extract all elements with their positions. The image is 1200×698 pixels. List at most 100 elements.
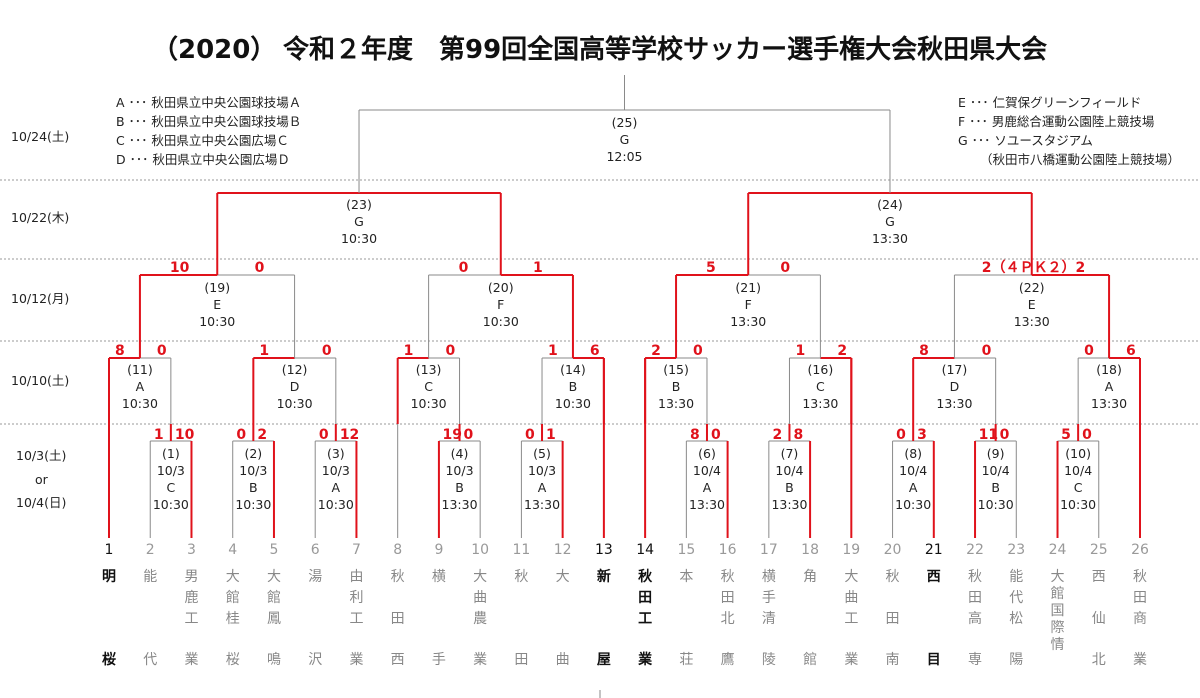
score-right: 0 xyxy=(981,343,992,359)
score-right: 1 xyxy=(546,427,556,443)
match-info-line: (14) xyxy=(560,362,586,377)
match-info-line: B xyxy=(568,378,578,394)
match-info-line: E xyxy=(1027,296,1036,312)
team-seed: 2 xyxy=(145,542,155,558)
match-info-line: 10/4 xyxy=(775,462,804,478)
match-info-line: 10/3 xyxy=(239,462,268,478)
match-info-line: 10:30 xyxy=(410,395,447,411)
score-left: 1 xyxy=(259,343,270,359)
match-info-line: C xyxy=(816,378,825,394)
match-info-line: (21) xyxy=(735,280,762,295)
team-name: 大曲工業 xyxy=(844,569,859,669)
score-left: 1 xyxy=(548,343,558,359)
team-seed: 16 xyxy=(718,542,737,558)
team-name: 秋田 xyxy=(514,569,529,669)
team-name: 秋田商業 xyxy=(1133,569,1147,669)
score-right: 0 xyxy=(156,343,167,359)
match-info-line: A xyxy=(135,378,145,394)
team-seed: 7 xyxy=(351,542,361,558)
team-seed: 20 xyxy=(883,542,902,558)
match-info-line: 13:30 xyxy=(658,395,695,411)
team-name: 秋田北鷹 xyxy=(720,569,735,669)
match-info-line: 13:30 xyxy=(871,230,908,246)
team-seed: 23 xyxy=(1007,542,1026,558)
round-date-final: 10/24(土) xyxy=(11,129,70,144)
match-info-line: 13:30 xyxy=(441,496,478,512)
team-seed: 11 xyxy=(512,542,531,558)
match-info-line: 13:30 xyxy=(771,496,808,512)
score-right: 3 xyxy=(917,427,927,443)
score-left: 0 xyxy=(525,427,535,443)
match-info-line: (10) xyxy=(1065,446,1091,461)
team-seed: 19 xyxy=(842,542,861,558)
match-info-line: (3) xyxy=(326,446,345,461)
score-right: 0 xyxy=(780,260,791,276)
team-name: 湯沢 xyxy=(308,569,323,669)
score-left: 0 xyxy=(458,260,469,276)
match-info-line: (23) xyxy=(346,197,372,212)
team-seed: 17 xyxy=(759,542,778,558)
score-left: 8 xyxy=(115,343,125,359)
score-left: 11 xyxy=(978,427,999,443)
team-seed: 10 xyxy=(471,542,490,558)
match-info-line: A xyxy=(537,479,547,495)
team-seed: 25 xyxy=(1089,542,1108,558)
match-info-line: A xyxy=(1104,378,1114,394)
match-info-line: 10:30 xyxy=(317,496,354,512)
match-info-line: B xyxy=(249,479,258,495)
match-info-line: 10:30 xyxy=(1060,496,1097,512)
match-info-line: (15) xyxy=(663,362,689,377)
match-info-line: (4) xyxy=(450,446,469,461)
match-info-line: C xyxy=(424,378,433,394)
match-info-line: 10/3 xyxy=(321,462,350,478)
match-info-line: 13:30 xyxy=(1091,395,1128,411)
match-info-line: 10:30 xyxy=(341,230,378,246)
score-left: 10 xyxy=(169,260,190,276)
match-info-line: C xyxy=(166,479,176,495)
match-info-line: (7) xyxy=(780,446,799,461)
match-info-line: (16) xyxy=(807,362,834,377)
match-info-line: 10:30 xyxy=(482,313,519,329)
team-seed: 4 xyxy=(228,542,238,558)
score-right: 0 xyxy=(1082,427,1092,443)
score-left: 5 xyxy=(706,260,716,276)
score-right: 0 xyxy=(999,427,1010,443)
team-name: 秋田高専 xyxy=(968,569,983,669)
team-name: 秋田西 xyxy=(390,569,405,669)
team-name: 新屋 xyxy=(596,569,611,669)
score-right: 6 xyxy=(589,343,600,359)
score-pk: 2（４ＰＫ２）2 xyxy=(981,260,1086,276)
match-info-line: E xyxy=(213,296,222,312)
match-info-line: 10/3 xyxy=(527,462,557,478)
team-seed: 15 xyxy=(677,542,696,558)
team-name: 横手清陵 xyxy=(761,569,776,669)
round-date-round1-b: 10/4(日) xyxy=(16,495,67,510)
score-right: 2 xyxy=(837,343,848,359)
match-info-line: B xyxy=(991,479,1000,495)
match-info-line: (24) xyxy=(877,197,903,212)
team-seed: 13 xyxy=(594,542,613,558)
team-seed: 1 xyxy=(104,542,114,558)
score-right: 12 xyxy=(339,427,360,443)
score-left: 0 xyxy=(236,427,247,443)
team-seed: 6 xyxy=(310,542,320,558)
venue-legend-item: E ･･･ 仁賀保グリーンフィールド xyxy=(958,95,1142,110)
team-name: 大館桂桜 xyxy=(225,569,240,669)
match-info-line: G xyxy=(885,213,895,229)
match-info-line: D xyxy=(289,378,300,394)
venue-legend-item: G ･･･ ソユースタジアム xyxy=(958,133,1093,148)
